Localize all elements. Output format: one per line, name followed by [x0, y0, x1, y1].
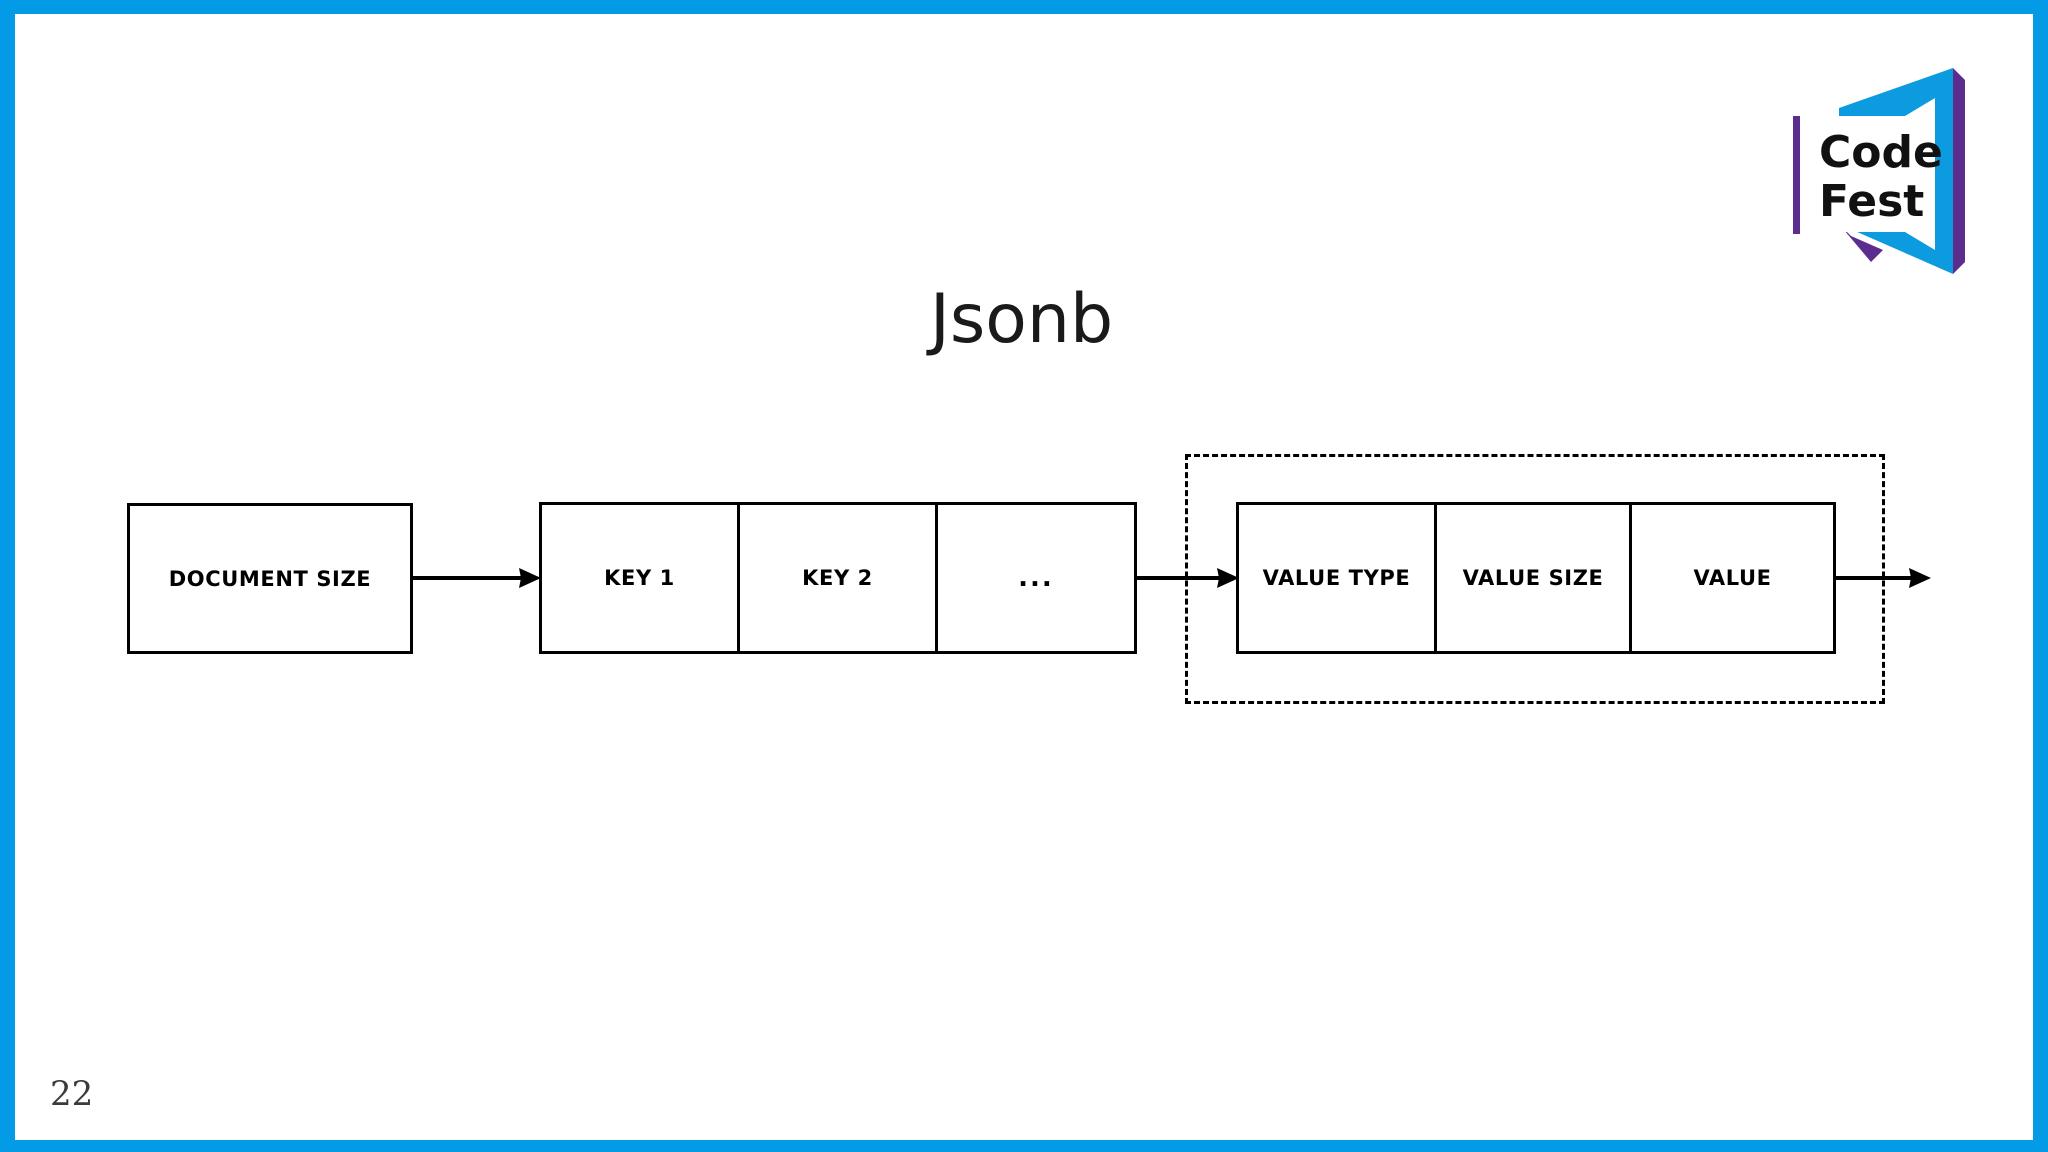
value-cell: VALUE — [1632, 505, 1833, 651]
logo-text-line1: Code — [1819, 127, 1943, 178]
logo-text-line2: Fest — [1819, 176, 1924, 227]
key-cell-1: KEY 1 — [542, 505, 740, 651]
key-cell-1-label: KEY 1 — [604, 566, 675, 590]
key-cell-2: KEY 2 — [740, 505, 938, 651]
arrow-keys-to-values-icon — [1135, 565, 1239, 591]
value-type-label: VALUE TYPE — [1262, 566, 1411, 590]
key-cell-more-label: ... — [1018, 563, 1054, 593]
arrow-values-continue-icon — [1833, 565, 1931, 591]
codefest-logo: Code Fest — [1787, 64, 1967, 279]
page-number: 22 — [50, 1074, 94, 1114]
value-label: VALUE — [1693, 566, 1772, 590]
value-size-cell: VALUE SIZE — [1437, 505, 1633, 651]
key-cells-group: KEY 1 KEY 2 ... — [539, 502, 1137, 654]
value-cells-group: VALUE TYPE VALUE SIZE VALUE — [1236, 502, 1836, 654]
arrow-doc-to-keys-icon — [413, 565, 541, 591]
jsonb-layout-diagram: DOCUMENT SIZE KEY 1 KEY 2 ... — [15, 14, 2033, 1140]
key-cell-2-label: KEY 2 — [802, 566, 873, 590]
document-size-box: DOCUMENT SIZE — [127, 503, 413, 654]
value-size-label: VALUE SIZE — [1462, 566, 1604, 590]
value-type-cell: VALUE TYPE — [1239, 505, 1438, 651]
document-size-label: DOCUMENT SIZE — [168, 566, 372, 591]
slide-content: Code Fest Jsonb DOCUMENT SIZE KEY — [15, 14, 2033, 1140]
page-title: Jsonb — [929, 280, 1114, 359]
key-cell-more: ... — [938, 505, 1134, 651]
